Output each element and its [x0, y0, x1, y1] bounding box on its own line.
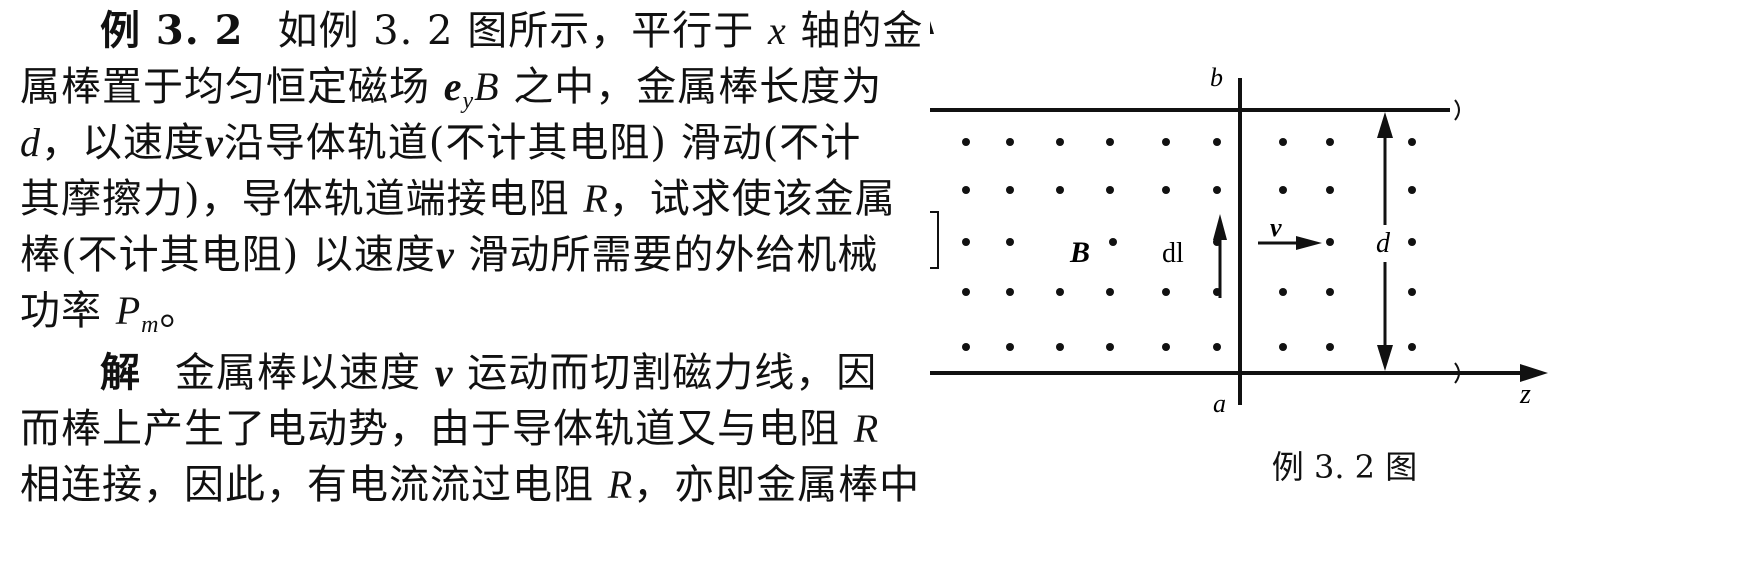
- figure: x z R b a B dl v: [930, 0, 1759, 571]
- var-x: x: [767, 8, 787, 53]
- text-span: ，试求使该金属: [608, 176, 896, 222]
- d-arrow-lower-head: [1377, 345, 1393, 371]
- var-B: B: [474, 64, 500, 109]
- var-R: R: [853, 406, 880, 451]
- break-mark-bottom: [1454, 362, 1460, 384]
- solution-line-1: 解金属棒以速度 v 运动而切割磁力线，因: [100, 346, 920, 400]
- vector-v: v: [435, 232, 455, 277]
- vector-v: v: [205, 120, 224, 165]
- text-span: 属棒置于均匀恒定磁场: [20, 64, 444, 110]
- problem-line-3: d，以速度v沿导体轨道(不计其电阻) 滑动(不计: [20, 116, 920, 170]
- x-axis-arrowhead: [930, 21, 934, 34]
- solution-label: 解: [100, 349, 141, 396]
- var-R: R: [583, 176, 609, 221]
- text-span: 轴的金: [786, 8, 924, 54]
- text-column: 例 3. 2 如例 3. 2 图所示，平行于 x 轴的金 属棒置于均匀恒定磁场 e…: [20, 4, 922, 512]
- problem-line-1: 例 3. 2 如例 3. 2 图所示，平行于 x 轴的金: [100, 4, 922, 58]
- text-span: ，亦即金属棒中: [633, 462, 921, 508]
- circuit-diagram: x z R b a B dl v: [930, 21, 1548, 418]
- vector-v: v: [434, 350, 454, 395]
- subscript-m: m: [141, 312, 160, 338]
- text-span: 沿导体轨道(不计其电阻) 滑动(不计: [223, 120, 862, 166]
- text-span: 。: [159, 288, 201, 334]
- dl-arrow-head: [1213, 214, 1227, 240]
- field-label-B: B: [1069, 236, 1090, 269]
- text-span: 之中，金属棒长度为: [499, 64, 883, 110]
- break-mark-top: [1454, 99, 1460, 121]
- var-P: P: [115, 288, 142, 333]
- text-span: 其摩擦力)，导体轨道端接电阻: [20, 176, 584, 222]
- d-label: d: [1376, 228, 1391, 259]
- var-d: d: [20, 120, 41, 165]
- z-axis-arrowhead: [1520, 364, 1548, 382]
- text-span: 如例 3. 2 图所示，平行于: [277, 8, 768, 54]
- resistor: [930, 211, 939, 269]
- vector-e: e: [443, 64, 463, 109]
- solution-line-3: 相连接，因此，有电流流过电阻 R，亦即金属棒中: [20, 458, 920, 512]
- text-span: 运动而切割磁力线，因: [453, 350, 878, 396]
- velocity-label: v: [1270, 213, 1282, 242]
- figure-caption: 例 3. 2 图: [1271, 448, 1418, 486]
- text-span: ，以速度: [41, 120, 205, 166]
- dl-label: dl: [1162, 238, 1184, 269]
- problem-line-6: 功率 Pm。: [20, 284, 920, 352]
- text-span: 而棒上产生了电动势，由于导体轨道又与电阻: [20, 406, 854, 452]
- problem-line-2: 属棒置于均匀恒定磁场 eyB 之中，金属棒长度为: [20, 60, 920, 128]
- problem-line-4: 其摩擦力)，导体轨道端接电阻 R，试求使该金属: [20, 172, 920, 226]
- text-span: 金属棒以速度: [175, 350, 435, 396]
- text-span: 棒(不计其电阻) 以速度: [20, 232, 436, 278]
- rod-end-a: a: [1213, 389, 1226, 418]
- z-axis-label: z: [1519, 379, 1531, 410]
- rod-end-b: b: [1210, 63, 1223, 92]
- text-span: 功率: [20, 288, 116, 334]
- field-dots: [962, 138, 1416, 351]
- problem-line-5: 棒(不计其电阻) 以速度v 滑动所需要的外给机械: [20, 228, 920, 282]
- text-span: 滑动所需要的外给机械: [454, 232, 879, 278]
- text-span: 相连接，因此，有电流流过电阻: [20, 462, 608, 508]
- velocity-arrow-head: [1296, 236, 1322, 250]
- subscript-y: y: [462, 88, 475, 114]
- problem-label: 例 3. 2: [100, 7, 244, 54]
- d-arrow-upper-head: [1377, 112, 1393, 138]
- var-R: R: [607, 462, 634, 507]
- solution-line-2: 而棒上产生了电动势，由于导体轨道又与电阻 R: [20, 402, 920, 456]
